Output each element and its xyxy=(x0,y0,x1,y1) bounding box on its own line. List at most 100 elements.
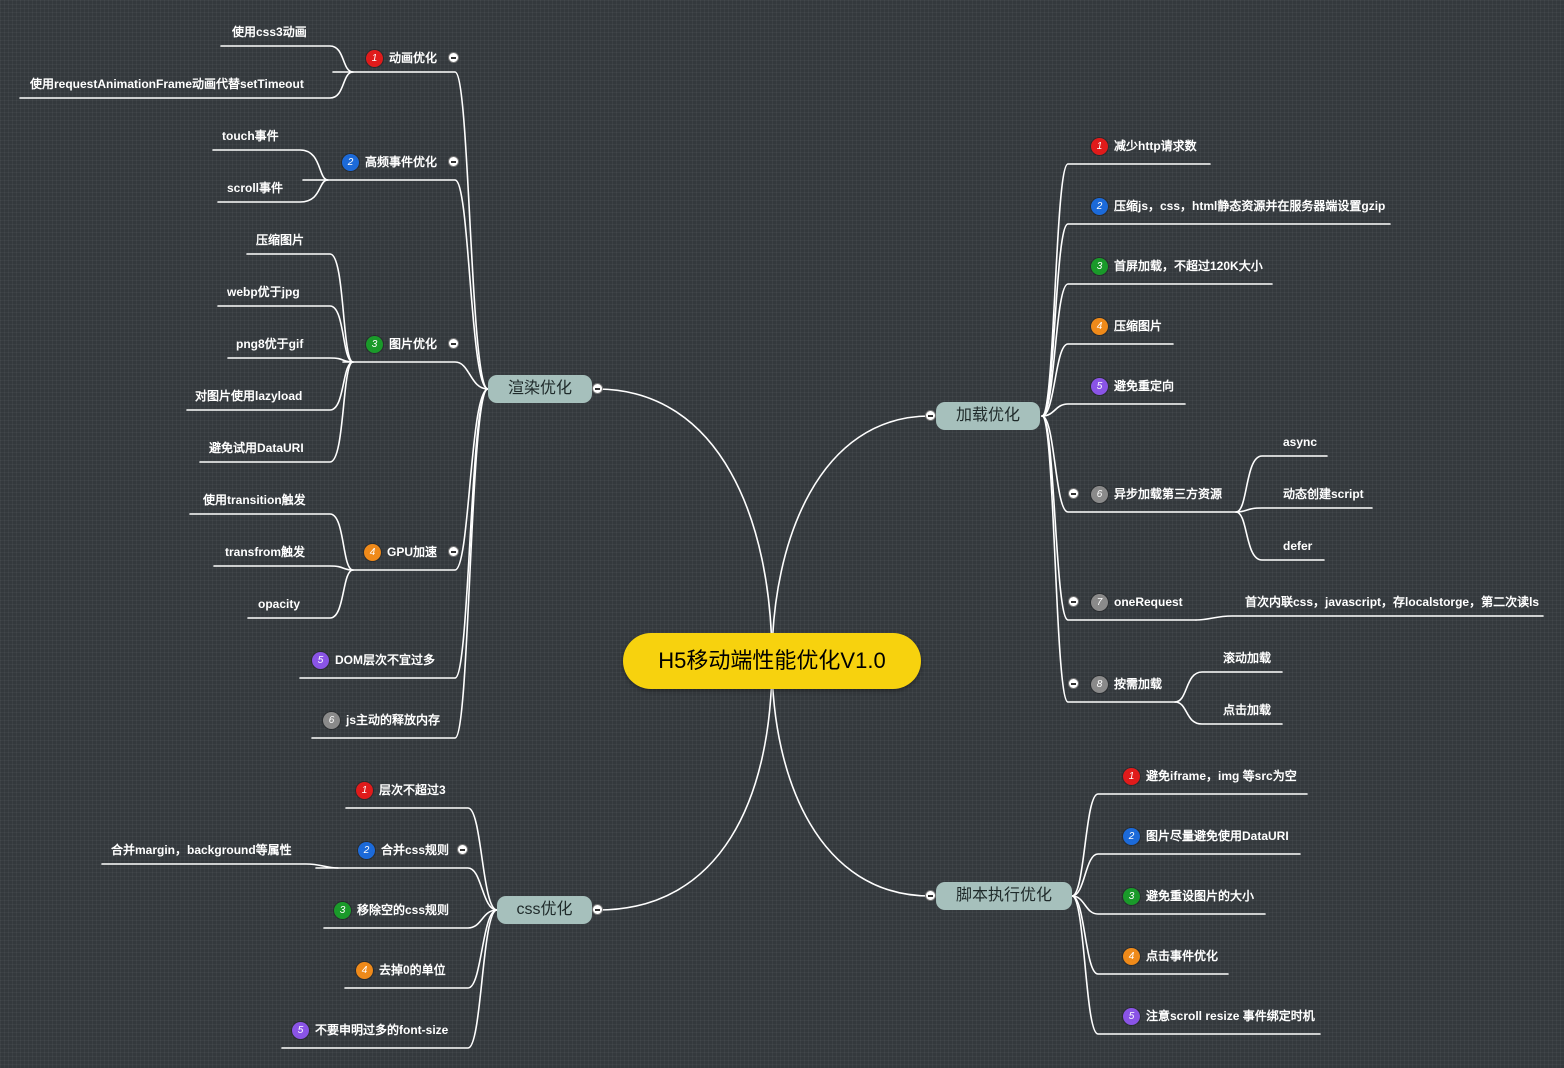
render-leaf[interactable]: 使用css3动画 xyxy=(232,25,307,39)
topic-label: 避免重定向 xyxy=(1114,379,1175,393)
priority-5-icon: 5 xyxy=(1123,1007,1140,1025)
collapse-icon[interactable] xyxy=(448,52,459,63)
collapse-icon[interactable] xyxy=(1068,488,1079,499)
render-leaf[interactable]: scroll事件 xyxy=(227,181,284,195)
load-item-on-demand[interactable]: 8 按需加载 xyxy=(1091,673,1162,695)
render-leaf[interactable]: 压缩图片 xyxy=(256,233,305,247)
topic-label: 高频事件优化 xyxy=(365,155,438,169)
script-item-image-resize[interactable]: 3 避免重设图片的大小 xyxy=(1123,885,1254,907)
collapse-icon[interactable] xyxy=(592,383,603,394)
branch-load[interactable]: 加载优化 xyxy=(936,402,1040,430)
load-item-one-request[interactable]: 7 oneRequest xyxy=(1091,591,1183,613)
load-leaf[interactable]: 滚动加载 xyxy=(1223,651,1272,665)
collapse-icon[interactable] xyxy=(1068,678,1079,689)
load-leaf[interactable]: defer xyxy=(1283,539,1313,553)
render-item-animation[interactable]: 1 动画优化 xyxy=(366,47,437,69)
priority-2-icon: 2 xyxy=(358,841,375,859)
topic-label: js主动的释放内存 xyxy=(346,713,441,727)
collapse-icon[interactable] xyxy=(592,904,603,915)
render-item-image-optimization[interactable]: 3 图片优化 xyxy=(366,333,437,355)
topic-label: 图片尽量避免使用DataURI xyxy=(1146,829,1289,843)
load-item-async-third-party[interactable]: 6 异步加载第三方资源 xyxy=(1091,483,1222,505)
priority-2-icon: 2 xyxy=(1123,827,1140,845)
load-item-first-screen[interactable]: 3 首屏加载，不超过120K大小 xyxy=(1091,255,1263,277)
load-leaf[interactable]: 动态创建script xyxy=(1283,487,1364,501)
priority-8-icon: 8 xyxy=(1091,675,1108,693)
render-leaf[interactable]: 对图片使用lazyload xyxy=(195,389,303,403)
priority-7-icon: 7 xyxy=(1091,593,1108,611)
priority-1-icon: 1 xyxy=(1091,137,1108,155)
topic-label: 压缩js，css，html静态资源并在服务器端设置gzip xyxy=(1114,199,1386,213)
priority-5-icon: 5 xyxy=(1091,377,1108,395)
collapse-icon[interactable] xyxy=(448,546,459,557)
load-item-gzip[interactable]: 2 压缩js，css，html静态资源并在服务器端设置gzip xyxy=(1091,195,1385,217)
priority-4-icon: 4 xyxy=(356,961,373,979)
priority-6-icon: 6 xyxy=(323,711,340,729)
collapse-icon[interactable] xyxy=(1068,596,1079,607)
topic-label: 首屏加载，不超过120K大小 xyxy=(1114,259,1263,273)
priority-3-icon: 3 xyxy=(366,335,383,353)
priority-1-icon: 1 xyxy=(1123,767,1140,785)
load-item-http-requests[interactable]: 1 减少http请求数 xyxy=(1091,135,1197,157)
load-item-avoid-redirect[interactable]: 5 避免重定向 xyxy=(1091,375,1174,397)
collapse-icon[interactable] xyxy=(457,844,468,855)
topic-label: 点击事件优化 xyxy=(1146,949,1219,963)
priority-4-icon: 4 xyxy=(1123,947,1140,965)
load-item-compress-images[interactable]: 4 压缩图片 xyxy=(1091,315,1162,337)
priority-6-icon: 6 xyxy=(1091,485,1108,503)
topic-label: 避免重设图片的大小 xyxy=(1146,889,1255,903)
render-leaf[interactable]: opacity xyxy=(258,597,301,611)
topic-label: oneRequest xyxy=(1114,595,1183,609)
render-item-high-frequency-events[interactable]: 2 高频事件优化 xyxy=(342,151,437,173)
css-item-remove-empty[interactable]: 3 移除空的css规则 xyxy=(334,899,449,921)
priority-4-icon: 4 xyxy=(364,543,381,561)
central-topic[interactable]: H5移动端性能优化V1.0 xyxy=(623,633,921,689)
css-item-depth[interactable]: 1 层次不超过3 xyxy=(356,779,446,801)
render-leaf[interactable]: png8优于gif xyxy=(236,337,304,351)
collapse-icon[interactable] xyxy=(925,890,936,901)
script-item-empty-src[interactable]: 1 避免iframe，img 等src为空 xyxy=(1123,765,1297,787)
topic-label: 避免iframe，img 等src为空 xyxy=(1146,769,1297,783)
priority-3-icon: 3 xyxy=(1123,887,1140,905)
priority-5-icon: 5 xyxy=(292,1021,309,1039)
branch-script[interactable]: 脚本执行优化 xyxy=(936,882,1072,910)
css-item-zero-units[interactable]: 4 去掉0的单位 xyxy=(356,959,446,981)
render-item-gpu-acceleration[interactable]: 4 GPU加速 xyxy=(364,541,437,563)
priority-4-icon: 4 xyxy=(1091,317,1108,335)
load-leaf[interactable]: 点击加载 xyxy=(1223,703,1272,717)
css-item-font-size[interactable]: 5 不要申明过多的font-size xyxy=(292,1019,448,1041)
script-item-scroll-resize[interactable]: 5 注意scroll resize 事件绑定时机 xyxy=(1123,1005,1315,1027)
render-item-release-memory[interactable]: 6 js主动的释放内存 xyxy=(323,709,440,731)
topic-label: 动画优化 xyxy=(389,51,438,65)
load-leaf[interactable]: async xyxy=(1283,435,1318,449)
render-leaf[interactable]: transfrom触发 xyxy=(225,545,306,559)
render-leaf[interactable]: 使用requestAnimationFrame动画代替setTimeout xyxy=(30,77,304,91)
branch-render[interactable]: 渲染优化 xyxy=(488,375,592,403)
load-leaf[interactable]: 首次内联css，javascript，存localstorge，第二次读ls xyxy=(1245,595,1540,609)
topic-label: 减少http请求数 xyxy=(1114,139,1197,153)
render-leaf[interactable]: touch事件 xyxy=(222,129,279,143)
collapse-icon[interactable] xyxy=(448,156,459,167)
collapse-icon[interactable] xyxy=(925,410,936,421)
topic-label: 注意scroll resize 事件绑定时机 xyxy=(1146,1009,1315,1023)
topic-label: 按需加载 xyxy=(1114,677,1163,691)
topic-label: 移除空的css规则 xyxy=(357,903,450,917)
priority-1-icon: 1 xyxy=(366,49,383,67)
script-item-click-events[interactable]: 4 点击事件优化 xyxy=(1123,945,1218,967)
css-leaf[interactable]: 合并margin，background等属性 xyxy=(111,843,292,857)
topic-label: 合并css规则 xyxy=(381,843,450,857)
css-item-merge-rules[interactable]: 2 合并css规则 xyxy=(358,839,449,861)
render-item-dom-depth[interactable]: 5 DOM层次不宜过多 xyxy=(312,649,435,671)
script-item-datauri[interactable]: 2 图片尽量避免使用DataURI xyxy=(1123,825,1289,847)
topic-label: 压缩图片 xyxy=(1114,319,1163,333)
priority-5-icon: 5 xyxy=(312,651,329,669)
collapse-icon[interactable] xyxy=(448,338,459,349)
branch-css[interactable]: css优化 xyxy=(497,896,592,924)
render-leaf[interactable]: 避免试用DataURI xyxy=(209,441,304,455)
render-leaf[interactable]: 使用transition触发 xyxy=(203,493,306,507)
topic-label: 去掉0的单位 xyxy=(379,963,446,977)
priority-2-icon: 2 xyxy=(342,153,359,171)
topic-label: 图片优化 xyxy=(389,337,438,351)
render-leaf[interactable]: webp优于jpg xyxy=(227,285,300,299)
priority-3-icon: 3 xyxy=(334,901,351,919)
